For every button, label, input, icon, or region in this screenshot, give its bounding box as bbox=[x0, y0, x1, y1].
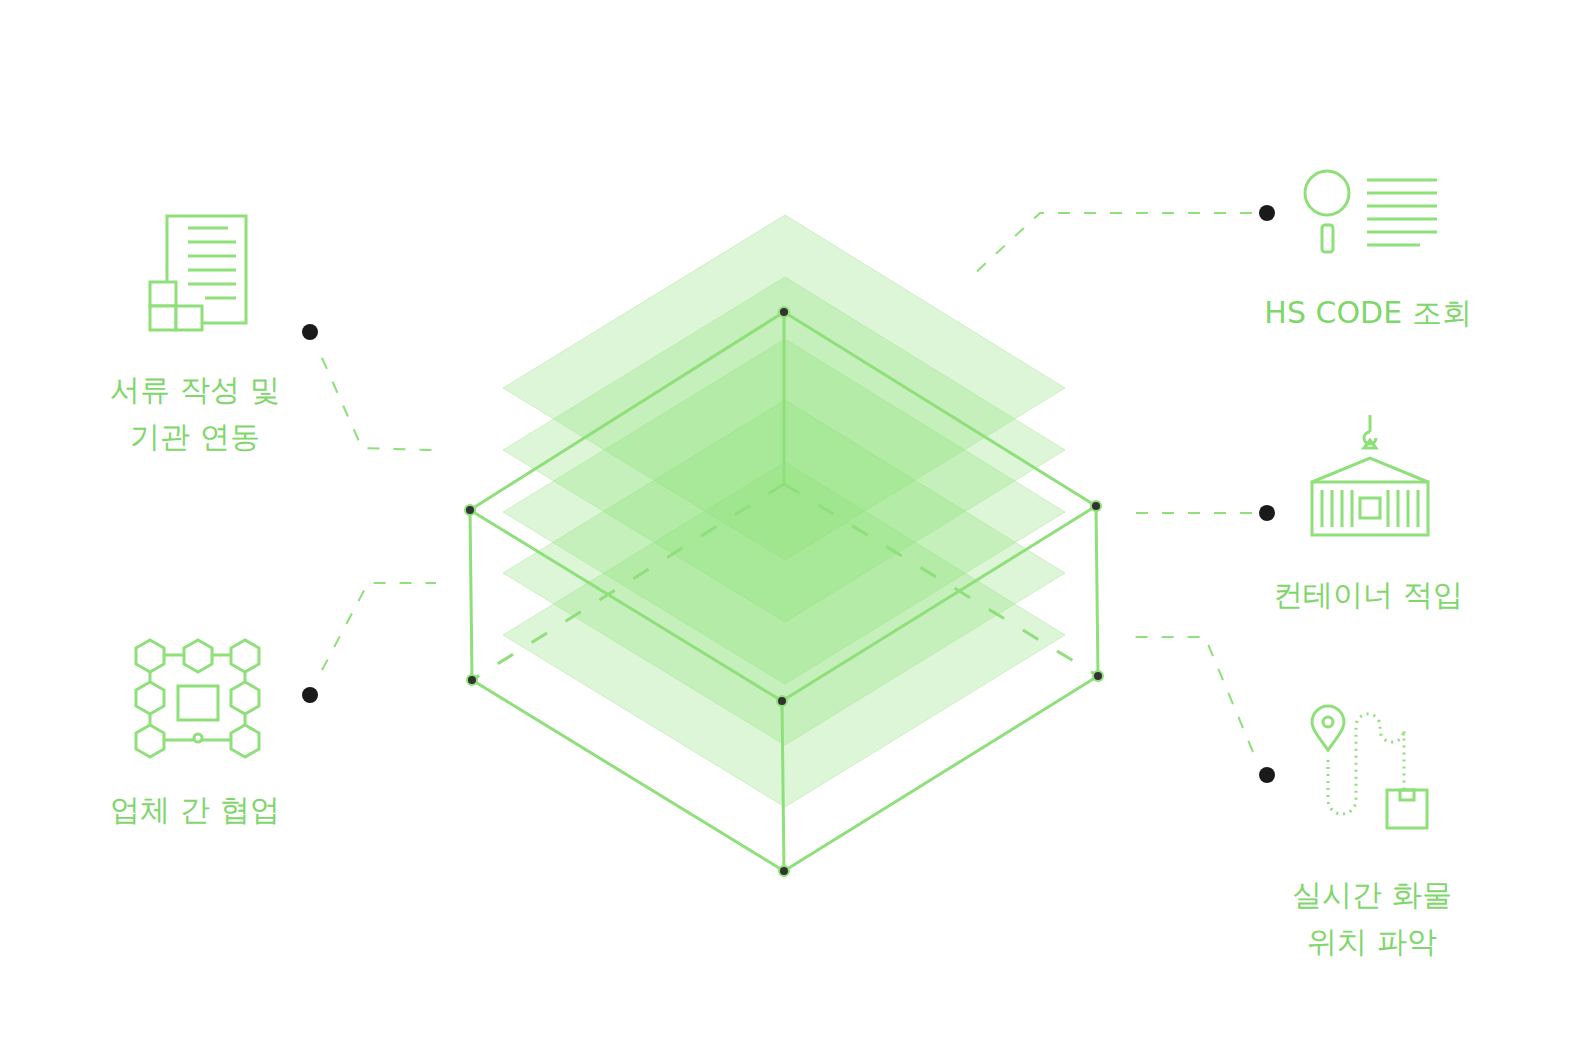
document-icon bbox=[150, 216, 246, 330]
feature-label: 컨테이너 적입 bbox=[1273, 571, 1463, 618]
leader-dots bbox=[302, 205, 1275, 783]
vertex-dots bbox=[465, 307, 1103, 876]
network-icon bbox=[136, 640, 259, 757]
search-icon bbox=[1305, 171, 1437, 252]
feature-label: 서류 작성 및 기관 연동 bbox=[85, 366, 305, 460]
feature-label: 실시간 화물 위치 파악 bbox=[1267, 871, 1477, 965]
wire-box bbox=[470, 312, 1098, 871]
layer-stack bbox=[503, 215, 1065, 807]
container-icon bbox=[1312, 415, 1428, 535]
feature-label: HS CODE 조회 bbox=[1264, 289, 1471, 336]
leader-lines bbox=[322, 213, 1253, 752]
feature-label: 업체 간 협업 bbox=[110, 786, 279, 833]
tracking-icon bbox=[1312, 706, 1427, 828]
